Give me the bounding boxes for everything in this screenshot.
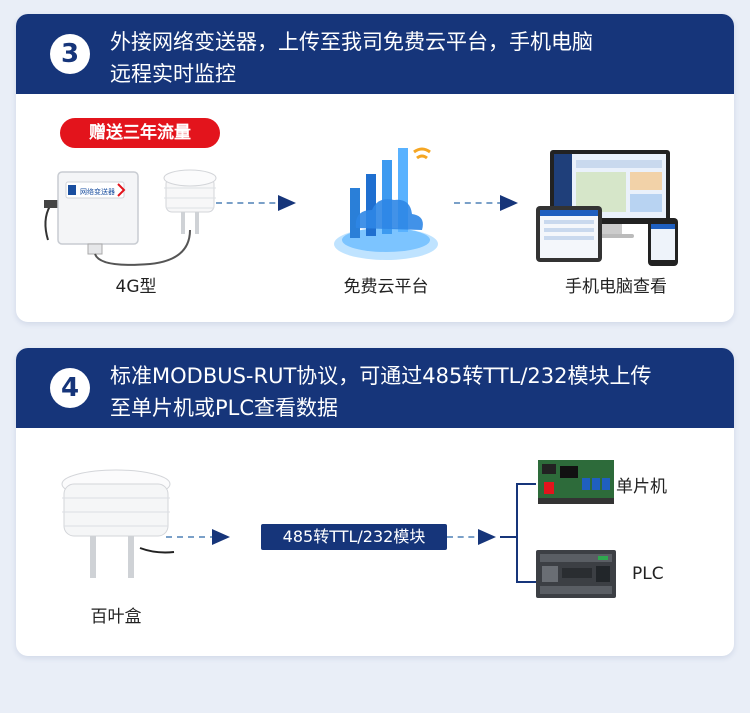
label-plc: PLC	[632, 564, 664, 584]
bracket-top	[516, 483, 536, 485]
step-number-4: 4	[50, 368, 90, 408]
device-brand-label: 网络变送器	[80, 187, 115, 196]
phone-computer-image	[536, 150, 678, 266]
section-3-header: 3 外接网络变送器，上传至我司免费云平台，手机电脑 远程实时监控	[16, 14, 734, 94]
arrow-right-icon	[478, 529, 496, 545]
section-4-title-line2: 至单片机或PLC查看数据	[110, 396, 339, 420]
section-4-title-line1: 标准MODBUS-RUT协议，可通过485转TTL/232模块上传	[110, 364, 652, 388]
plc-image	[536, 550, 616, 598]
label-mcu: 单片机	[616, 477, 667, 497]
bracket-mid	[500, 536, 516, 538]
connector-dash-4	[447, 536, 485, 538]
cloud-platform-image	[334, 147, 438, 260]
section-3-title: 外接网络变送器，上传至我司免费云平台，手机电脑 远程实时监控	[110, 26, 720, 90]
section-4-title: 标准MODBUS-RUT协议，可通过485转TTL/232模块上传 至单片机或P…	[110, 360, 720, 424]
connector-dash-1	[216, 202, 286, 204]
section-3-title-line2: 远程实时监控	[110, 62, 236, 86]
label-cloud-platform: 免费云平台	[343, 277, 429, 297]
label-shutter-box: 百叶盒	[90, 607, 142, 627]
shutter-box-image	[61, 469, 175, 578]
section-4-header: 4 标准MODBUS-RUT协议，可通过485转TTL/232模块上传 至单片机…	[16, 348, 734, 428]
4g-transmitter-image: 网络变送器	[44, 169, 217, 266]
free-traffic-badge: 赠送三年流量	[60, 118, 220, 148]
section-3-title-line1: 外接网络变送器，上传至我司免费云平台，手机电脑	[110, 30, 593, 54]
section-4-card: 4 标准MODBUS-RUT协议，可通过485转TTL/232模块上传 至单片机…	[16, 348, 734, 656]
connector-dash-2	[454, 202, 514, 204]
connector-dash-3	[166, 536, 216, 538]
label-phone-computer: 手机电脑查看	[565, 277, 667, 297]
arrow-right-icon	[212, 529, 230, 545]
mcu-board-image	[538, 460, 614, 504]
arrow-right-icon	[278, 195, 296, 211]
arrow-right-icon	[500, 195, 518, 211]
bracket-vertical	[516, 483, 518, 583]
module-label: 485转TTL/232模块	[261, 524, 447, 550]
bracket-bottom	[516, 581, 536, 583]
section-3-card: 3 外接网络变送器，上传至我司免费云平台，手机电脑 远程实时监控 赠送三年流量 …	[16, 14, 734, 322]
step-number-3: 3	[50, 34, 90, 74]
label-4g-device: 4G型	[115, 277, 157, 297]
